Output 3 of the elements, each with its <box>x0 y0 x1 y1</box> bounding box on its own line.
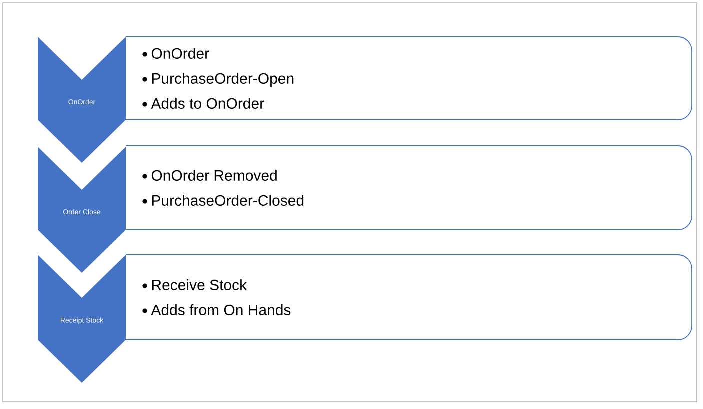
bullet-list-box: OnOrder Removed PurchaseOrder-Closed <box>126 146 692 230</box>
bullet-list-box: OnOrder PurchaseOrder-Open Adds to OnOrder <box>126 36 692 120</box>
bullet-list-box: Receive Stock Adds from On Hands <box>126 254 692 340</box>
